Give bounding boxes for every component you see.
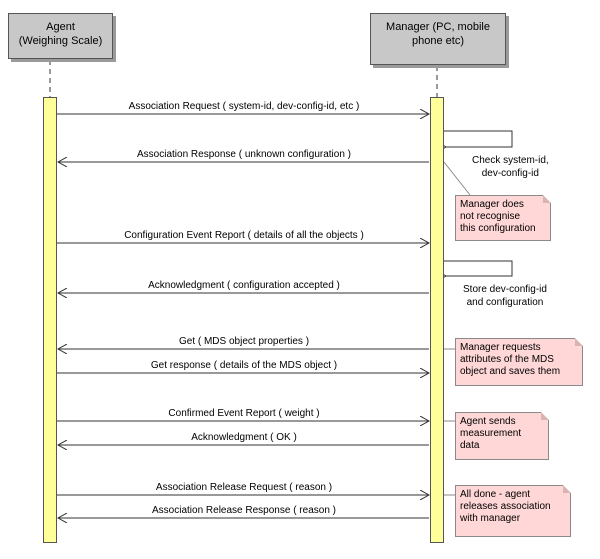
message-label-association-response: Association Response ( unknown configura… <box>136 149 352 160</box>
note-1-line-1: Manager does <box>460 199 524 210</box>
self-call-2 <box>444 260 513 276</box>
manager-actor-box: Manager (PC, mobile phone etc) <box>370 13 506 65</box>
agent-activation-bar <box>43 97 57 543</box>
note-3-line-1: Agent sends <box>460 416 516 427</box>
note-unknown-configuration: Manager does not recognise this configur… <box>455 195 551 241</box>
agent-actor-role: (Weighing Scale) <box>18 35 103 47</box>
self-call-label-check: Check system-id, dev-config-id <box>472 154 549 180</box>
message-label-confirmed-event-report: Confirmed Event Report ( weight ) <box>168 408 320 419</box>
message-label-association-request: Association Request ( system-id, dev-con… <box>128 101 360 112</box>
message-label-association-release-request: Association Release Request ( reason ) <box>155 482 333 493</box>
message-label-acknowledgment-ok: Acknowledgment ( OK ) <box>191 432 297 443</box>
note-mds-request: Manager requests attributes of the MDS o… <box>455 338 583 386</box>
self-call-label-check-line2: dev-config-id <box>481 168 539 179</box>
note-connector-1 <box>443 161 471 196</box>
manager-activation-bar <box>430 97 444 543</box>
message-label-configuration-event-report: Configuration Event Report ( details of … <box>124 230 364 241</box>
message-label-get-response: Get response ( details of the MDS object… <box>150 360 338 371</box>
note-1-line-3: this configuration <box>460 223 536 234</box>
agent-actor-box: Agent (Weighing Scale) <box>8 13 113 59</box>
message-label-acknowledgment-configuration: Acknowledgment ( configuration accepted … <box>148 280 340 291</box>
note-2-line-3: object and saves them <box>460 366 561 377</box>
manager-actor-role: phone etc) <box>412 35 464 47</box>
note-4-line-1: All done - agent <box>460 489 531 500</box>
agent-actor-name: Agent <box>46 21 75 33</box>
note-4-line-2: releases association <box>460 501 551 512</box>
self-call-label-store-line2: and configuration <box>466 297 544 308</box>
note-2-line-1: Manager requests <box>460 342 541 353</box>
self-call-1 <box>444 130 513 147</box>
note-release-association: All done - agent releases association wi… <box>455 485 571 537</box>
note-3-line-3: data <box>460 440 480 451</box>
self-call-label-check-line1: Check system-id, <box>472 155 549 166</box>
message-label-association-release-response: Association Release Response ( reason ) <box>152 505 336 516</box>
note-measurement-data: Agent sends measurement data <box>455 412 549 460</box>
note-1-line-2: not recognise <box>460 211 521 222</box>
note-3-line-2: measurement <box>460 428 522 439</box>
note-2-line-2: attributes of the MDS <box>460 354 554 365</box>
self-call-label-store: Store dev-config-id and configuration <box>463 283 547 309</box>
manager-actor-name: Manager (PC, mobile <box>386 21 490 33</box>
self-call-label-store-line1: Store dev-config-id <box>463 284 547 295</box>
note-4-line-3: with manager <box>460 513 521 524</box>
message-label-get: Get ( MDS object properties ) <box>178 336 310 347</box>
